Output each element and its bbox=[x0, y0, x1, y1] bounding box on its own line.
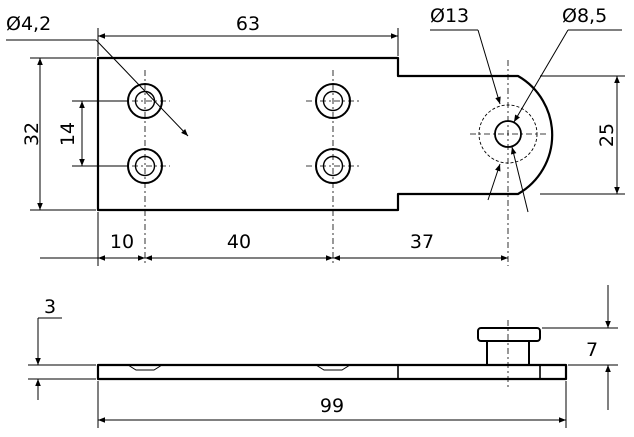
pin bbox=[477, 320, 541, 390]
top-view: 63 Ø4,2 32 14 25 Ø13 Ø8,5 bbox=[6, 5, 625, 266]
dim-thickness-3: 3 bbox=[44, 296, 56, 318]
dim-spacing-14: 14 bbox=[57, 122, 79, 146]
dim-offset-37: 37 bbox=[410, 231, 434, 253]
side-view: 3 7 99 bbox=[28, 285, 618, 428]
dim-length-63: 63 bbox=[236, 13, 260, 35]
dim-width-25: 25 bbox=[596, 123, 618, 147]
countersink-mark-1 bbox=[127, 364, 163, 371]
plate-outline bbox=[96, 56, 554, 212]
dim-spacing-40: 40 bbox=[227, 231, 251, 253]
dim-height-32: 32 bbox=[21, 122, 43, 146]
mounting-hole-3 bbox=[315, 83, 351, 119]
dim-height-7: 7 bbox=[586, 339, 598, 361]
side-plate-outline bbox=[96, 363, 568, 381]
mounting-hole-4 bbox=[315, 148, 351, 184]
pin-hole bbox=[478, 104, 538, 164]
dim-dia-8-5: Ø8,5 bbox=[562, 5, 607, 27]
countersink-mark-2 bbox=[315, 364, 351, 371]
dim-dia-4-2: Ø4,2 bbox=[6, 13, 51, 35]
dim-dia-13: Ø13 bbox=[430, 5, 469, 27]
dim-length-99: 99 bbox=[320, 395, 344, 417]
dim-offset-10: 10 bbox=[110, 231, 134, 253]
